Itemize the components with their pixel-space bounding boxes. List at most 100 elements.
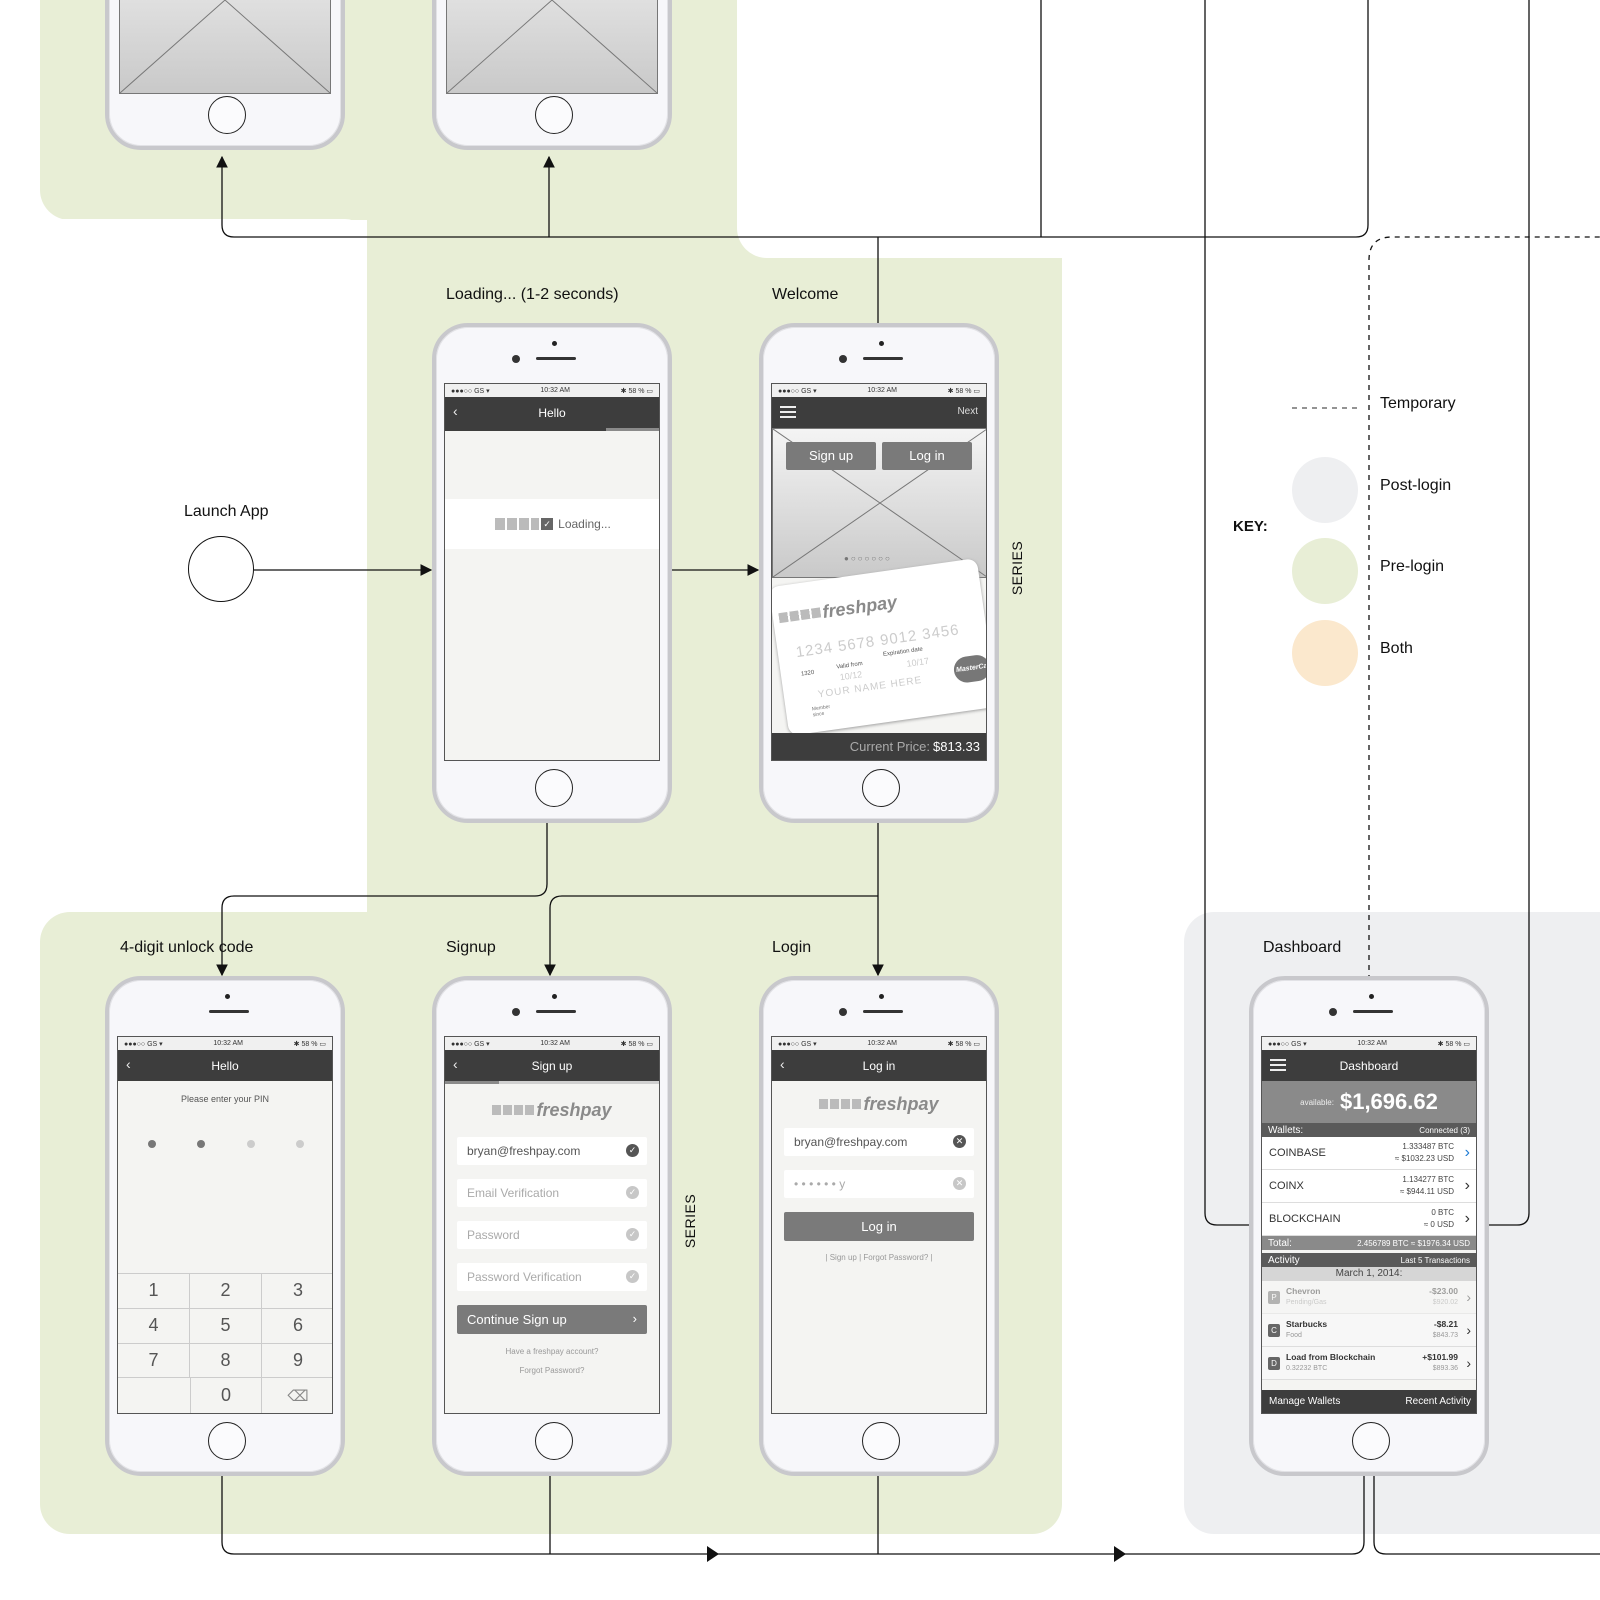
chevron-right-icon: › — [1466, 1355, 1471, 1371]
key-pre-login-swatch — [1292, 538, 1358, 604]
transaction-row[interactable]: D Load from Blockchain 0.32232 BTC +$101… — [1262, 1347, 1476, 1380]
card-exp: 10/17 — [905, 655, 930, 669]
key-9[interactable]: 9 — [262, 1344, 332, 1379]
email-field[interactable]: bryan@freshpay.com✕ — [784, 1128, 974, 1156]
wallet-row-blockchain[interactable]: BLOCKCHAIN 0 BTC≈ 0 USD › — [1262, 1203, 1476, 1236]
chevron-right-icon: › — [1464, 1210, 1470, 1227]
login-button[interactable]: Log in — [882, 442, 972, 470]
clear-icon[interactable]: ✕ — [953, 1135, 966, 1148]
chevron-right-icon: › — [1464, 1144, 1470, 1161]
key-2[interactable]: 2 — [190, 1274, 262, 1309]
wallets-header: Wallets:Connected (3) — [1262, 1123, 1476, 1137]
key-8[interactable]: 8 — [190, 1343, 262, 1379]
check-icon: ✓ — [626, 1228, 639, 1241]
status-bar: ●●●○○ GS ▾10:32 AM✱ 58 % ▭ — [772, 1037, 986, 1050]
pin-dot-filled — [197, 1140, 206, 1148]
key-6[interactable]: 6 — [262, 1309, 332, 1344]
signup-button[interactable]: Sign up — [786, 442, 876, 470]
home-button[interactable] — [535, 1422, 573, 1460]
menu-icon[interactable] — [1270, 1059, 1286, 1071]
home-button[interactable] — [1352, 1422, 1390, 1460]
label-signup: Signup — [446, 939, 496, 956]
login-submit-button[interactable]: Log in — [784, 1212, 974, 1241]
manage-wallets-button[interactable]: Manage Wallets — [1269, 1396, 1341, 1407]
label-welcome: Welcome — [772, 286, 839, 303]
next-link[interactable]: Next — [957, 406, 978, 417]
loading-screen: ●●●○○ GS ▾10:32 AM✱ 58 % ▭ ‹ Hello ✓ Loa… — [444, 383, 660, 761]
check-icon: ✓ — [541, 518, 554, 530]
key-7[interactable]: 7 — [118, 1343, 190, 1379]
card-code: 1320 — [800, 669, 815, 678]
password-field[interactable]: • • • • • • y✕ — [784, 1170, 974, 1198]
key-4[interactable]: 4 — [118, 1308, 190, 1344]
phone-top-left — [105, 0, 345, 150]
image-placeholder — [119, 0, 331, 94]
welcome-screen: ●●●○○ GS ▾10:32 AM✱ 58 % ▭ Next Sign up … — [771, 383, 987, 761]
phone-signup: ●●●○○ GS ▾10:32 AM✱ 58 % ▭ ‹ Sign up fre… — [432, 976, 672, 1476]
connector-loading-to-unlock — [216, 814, 548, 977]
price-bar: Current Price: $813.33 — [772, 733, 986, 760]
transaction-row[interactable]: C Starbucks Food -$8.21 $843.73 › — [1262, 1314, 1476, 1347]
backspace-icon[interactable]: ⌫ — [287, 1387, 309, 1405]
label-login: Login — [772, 939, 812, 956]
nav-title: Dashboard — [1339, 1058, 1399, 1073]
home-button[interactable] — [862, 769, 900, 807]
menu-icon[interactable] — [780, 406, 796, 418]
dashboard-footer: Manage Wallets Recent Activity — [1262, 1390, 1476, 1413]
home-button[interactable] — [535, 96, 573, 134]
forgot-password-link[interactable]: Forgot Password? — [519, 1366, 585, 1375]
home-button[interactable] — [208, 1422, 246, 1460]
transaction-row[interactable]: P Chevron Pending/Gas -$23.00 $920.02 › — [1262, 1281, 1476, 1314]
nav-bar: ‹ Hello — [118, 1050, 332, 1081]
password-verification-field[interactable]: Password Verification✓ — [457, 1263, 647, 1291]
email-verification-field[interactable]: Email Verification✓ — [457, 1179, 647, 1207]
card-member-since: Member since — [811, 703, 831, 719]
phone-login: ●●●○○ GS ▾10:32 AM✱ 58 % ▭ ‹ Log in fres… — [759, 976, 999, 1476]
password-field[interactable]: Password✓ — [457, 1221, 647, 1249]
brand-logo: freshpay — [445, 1100, 659, 1121]
zone-corner-cutout — [737, 0, 1077, 258]
image-placeholder — [446, 0, 658, 94]
price-value: $813.33 — [933, 739, 980, 754]
dashboard-screen: ●●●○○ GS ▾10:32 AM✱ 58 % ▭ Dashboard ava… — [1261, 1036, 1477, 1414]
key-5[interactable]: 5 — [190, 1308, 262, 1344]
connector-welcome-to-signup — [544, 895, 878, 977]
pin-dots — [148, 1140, 304, 1148]
home-button[interactable] — [535, 769, 573, 807]
back-icon[interactable]: ‹ — [126, 1056, 131, 1072]
recent-activity-button[interactable]: Recent Activity — [1405, 1396, 1471, 1407]
phone-dashboard: ●●●○○ GS ▾10:32 AM✱ 58 % ▭ Dashboard ava… — [1249, 976, 1489, 1476]
clear-icon[interactable]: ✕ — [953, 1177, 966, 1190]
continue-signup-button[interactable]: Continue Sign up› — [457, 1305, 647, 1334]
back-icon[interactable]: ‹ — [453, 1056, 458, 1072]
pin-dot-filled — [148, 1140, 156, 1148]
key-title: KEY: — [1233, 518, 1268, 535]
pre-login-zone-join — [367, 880, 1062, 920]
home-button[interactable] — [208, 96, 246, 134]
label-unlock: 4-digit unlock code — [120, 939, 254, 956]
launch-app-start-node — [188, 536, 254, 602]
series-label-welcome: SERIES — [1009, 540, 1026, 596]
progress-bar — [445, 428, 659, 431]
key-1[interactable]: 1 — [118, 1274, 190, 1309]
home-button[interactable] — [862, 1422, 900, 1460]
key-3[interactable]: 3 — [262, 1274, 332, 1309]
login-links[interactable]: | Sign up | Forgot Password? | — [825, 1253, 933, 1262]
nav-title: Hello — [538, 405, 566, 420]
back-icon[interactable]: ‹ — [453, 403, 458, 419]
key-post-login-swatch — [1292, 457, 1358, 523]
status-bar: ●●●○○ GS ▾10:32 AM✱ 58 % ▭ — [445, 1037, 659, 1050]
keypad: 1 2 3 4 5 6 7 8 9 0 ⌫ — [118, 1273, 332, 1413]
email-field[interactable]: bryan@freshpay.com✓ — [457, 1137, 647, 1165]
card-name: YOUR NAME HERE — [817, 674, 923, 701]
back-icon[interactable]: ‹ — [780, 1056, 785, 1072]
key-0[interactable]: 0 — [190, 1378, 262, 1413]
wallet-row-coinx[interactable]: COINX 1.134277 BTC≈ $944.11 USD › — [1262, 1170, 1476, 1203]
nav-bar: Dashboard — [1262, 1050, 1476, 1081]
wallet-row-coinbase[interactable]: COINBASE 1.333487 BTC≈ $1032.23 USD › — [1262, 1137, 1476, 1170]
have-account-link[interactable]: Have a freshpay account? — [505, 1347, 599, 1356]
pin-dot-empty — [246, 1140, 255, 1148]
carousel-dots[interactable]: ●○○○○○○ — [844, 554, 892, 563]
label-launch-app: Launch App — [184, 503, 269, 520]
